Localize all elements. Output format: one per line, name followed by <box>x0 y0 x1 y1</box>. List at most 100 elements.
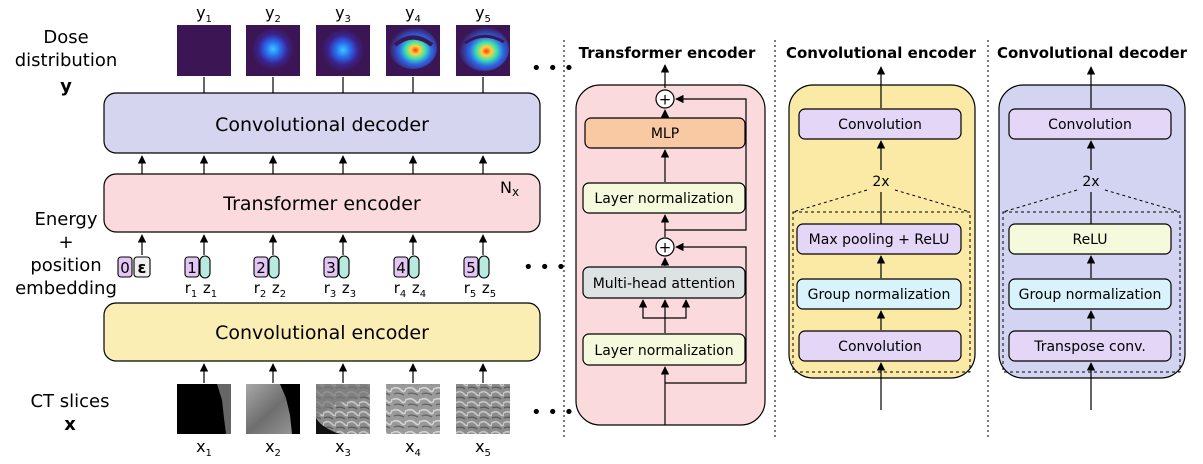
plus-top: + <box>659 91 672 109</box>
layer-norm-bottom-label: Layer normalization <box>594 343 733 359</box>
z-label-5: z5 <box>482 279 496 300</box>
transformer-panel-title: Transformer encoder <box>579 44 756 62</box>
dec-transpose-label: Transpose conv. <box>1033 339 1146 355</box>
ct-slice-3-dark <box>316 418 340 434</box>
ct-slice-4 <box>386 384 440 434</box>
mlp-block <box>584 117 746 149</box>
ct-slices <box>177 384 510 434</box>
conv-decoder-label: Convolutional decoder <box>215 114 429 136</box>
dec-relu-block <box>1008 223 1172 255</box>
residual-add-top-icon <box>655 89 675 109</box>
dec-group-norm-label: Group normalization <box>1019 287 1162 303</box>
embedding-label-line2: + <box>58 232 73 253</box>
ellipsis-bottom: • • • <box>531 402 574 423</box>
attention-label: Multi-head attention <box>593 276 736 292</box>
pos-token-4 <box>393 256 409 278</box>
ct-slice-5 <box>456 384 510 434</box>
r-label-2: r2 <box>254 279 267 300</box>
z-label-1: z1 <box>203 279 217 300</box>
residual-add-bottom-icon <box>655 237 675 257</box>
ellipsis-top: • • • <box>531 58 574 79</box>
z-label-2: z2 <box>272 279 286 300</box>
conv-encoder-label: Convolutional encoder <box>215 322 429 344</box>
mlp-label: MLP <box>651 126 679 142</box>
enc-repeat-label: 2x <box>872 174 889 190</box>
repeat-label: Nx <box>500 178 519 199</box>
conv-encoder-panel-title: Convolutional encoder <box>786 44 977 62</box>
enc-conv-bottom-block <box>798 330 962 362</box>
embedding-label-line1: Energy <box>34 209 97 230</box>
z-token-2 <box>268 255 280 279</box>
r-label-5: r5 <box>464 279 477 300</box>
input-label-x: x <box>64 414 76 435</box>
energy-pos-label: 0 <box>120 259 130 277</box>
x-label-2: x2 <box>265 437 281 459</box>
dose-maps <box>177 25 510 76</box>
ellipsis-mid: • • • <box>523 257 566 278</box>
input-label-line1: CT slices <box>30 391 109 412</box>
enc-group-norm-label: Group normalization <box>808 287 951 303</box>
transformer-label: Transformer encoder <box>222 193 421 215</box>
y-label-3: y3 <box>335 3 351 25</box>
layer-norm-top-label: Layer normalization <box>594 191 733 207</box>
decoder-output-links <box>203 77 484 93</box>
dec-relu-label: ReLU <box>1072 232 1107 248</box>
r-label-3: r3 <box>324 279 337 300</box>
dose-map-1 <box>177 25 231 76</box>
enc-conv-top-block <box>798 108 962 140</box>
enc-repeat-group <box>792 211 971 373</box>
dose-spot-2 <box>252 28 294 70</box>
dose-spot-5 <box>459 27 509 71</box>
pos-token-3 <box>323 256 339 278</box>
dose-spot-4 <box>389 27 437 69</box>
pos-token-5 <box>463 256 479 278</box>
dec-transpose-block <box>1008 330 1172 362</box>
energy-token <box>133 256 151 278</box>
enc-conv-bottom-label: Convolution <box>838 339 922 355</box>
dose-spot-3 <box>322 29 364 71</box>
pos-token-label-1: 1 <box>187 259 197 277</box>
transformer-block <box>103 173 541 233</box>
dec-repeat-label: 2x <box>1082 174 1099 190</box>
x-label-3: x3 <box>335 437 351 459</box>
dec-conv-top-label: Convolution <box>1048 117 1132 133</box>
attention-block <box>582 266 746 299</box>
output-label-line1: Dose <box>43 27 88 48</box>
pos-token-label-5: 5 <box>466 259 476 277</box>
enc-pool-label: Max pooling + ReLU <box>809 232 950 248</box>
pos-token-label-2: 2 <box>256 259 266 277</box>
dose-cavity-4 <box>393 35 434 47</box>
r-label-4: r4 <box>394 279 407 300</box>
z-token-4 <box>408 255 420 279</box>
conv-encoder-block <box>103 302 541 362</box>
dec-conv-top-block <box>1008 108 1172 140</box>
energy-pos-token <box>117 256 133 278</box>
r-label-1: r1 <box>185 279 198 300</box>
z-label-3: z3 <box>342 279 356 300</box>
dose-cavity-5 <box>464 34 505 45</box>
layer-norm-bottom-block <box>582 333 746 366</box>
pos-token-1 <box>184 256 200 278</box>
enc-group-norm-block <box>796 278 962 310</box>
x-label-4: x4 <box>405 437 421 459</box>
plus-bottom: + <box>659 239 672 257</box>
energy-label: ε <box>138 258 147 277</box>
z-token-5 <box>478 255 490 279</box>
output-label-y: y <box>60 76 72 97</box>
conv-decoder-block <box>103 92 541 154</box>
ct-slice-2-dark <box>280 384 300 434</box>
conv-decoder-panel-title: Convolutional decoder <box>997 44 1188 62</box>
y-label-4: y4 <box>405 3 421 25</box>
z-token-3 <box>338 255 350 279</box>
ct-slice-1-dark <box>177 384 226 434</box>
output-label-line2: distribution <box>15 50 118 71</box>
enc-pool-block <box>796 223 962 255</box>
dec-repeat-group <box>1002 211 1181 373</box>
dec-group-norm-block <box>1008 278 1172 310</box>
ct-to-encoder-arrows <box>199 363 488 383</box>
